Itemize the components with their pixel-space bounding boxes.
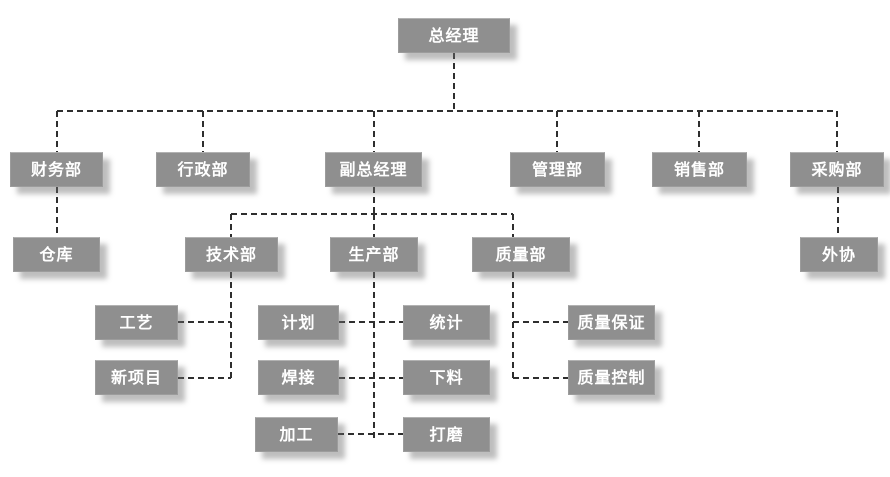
org-node-label-general-manager: 总经理	[428, 25, 480, 45]
org-node-technology-dept: 技术部	[185, 237, 278, 272]
org-node-general-manager: 总经理	[398, 18, 510, 53]
org-node-sales-dept: 销售部	[652, 152, 747, 187]
org-node-outsourcing: 外协	[800, 237, 878, 272]
org-node-material-cutting: 下料	[403, 360, 490, 395]
org-node-label-quality-assurance: 质量保证	[577, 312, 646, 332]
org-node-welding: 焊接	[258, 360, 339, 395]
org-node-label-outsourcing: 外协	[821, 244, 856, 264]
org-node-label-deputy-general-manager: 副总经理	[339, 159, 408, 179]
org-node-process: 工艺	[95, 305, 178, 340]
org-node-grinding: 打磨	[403, 417, 490, 452]
org-node-label-process: 工艺	[119, 312, 154, 332]
org-node-purchasing-dept: 采购部	[790, 152, 884, 187]
org-node-label-finance-dept: 财务部	[30, 159, 82, 179]
org-node-production-dept: 生产部	[330, 237, 418, 272]
org-node-label-sales-dept: 销售部	[673, 159, 725, 179]
org-node-planning: 计划	[258, 305, 339, 340]
org-node-deputy-general-manager: 副总经理	[325, 152, 422, 187]
org-node-finance-dept: 财务部	[10, 152, 103, 187]
org-node-quality-dept: 质量部	[472, 237, 570, 272]
org-node-label-purchasing-dept: 采购部	[811, 159, 863, 179]
org-node-label-quality-dept: 质量部	[495, 244, 547, 264]
org-node-management-dept: 管理部	[510, 152, 605, 187]
org-node-quality-control: 质量控制	[568, 360, 655, 395]
org-node-label-welding: 焊接	[281, 367, 316, 387]
org-node-machining: 加工	[255, 417, 338, 452]
org-node-label-technology-dept: 技术部	[205, 244, 257, 264]
org-node-label-machining: 加工	[279, 424, 314, 444]
org-node-label-quality-control: 质量控制	[577, 367, 646, 387]
org-node-new-project: 新项目	[95, 360, 178, 395]
org-node-admin-dept: 行政部	[156, 152, 250, 187]
org-node-warehouse: 仓库	[13, 237, 100, 272]
org-node-label-new-project: 新项目	[110, 367, 162, 387]
org-node-label-statistics: 统计	[429, 312, 464, 332]
org-node-quality-assurance: 质量保证	[568, 305, 655, 340]
org-node-label-material-cutting: 下料	[429, 367, 464, 387]
org-node-label-grinding: 打磨	[429, 424, 464, 444]
org-node-label-management-dept: 管理部	[531, 159, 583, 179]
org-node-label-admin-dept: 行政部	[177, 159, 229, 179]
org-node-label-planning: 计划	[281, 312, 316, 332]
org-node-label-warehouse: 仓库	[39, 244, 74, 264]
org-node-label-production-dept: 生产部	[348, 244, 400, 264]
org-node-statistics: 统计	[403, 305, 490, 340]
